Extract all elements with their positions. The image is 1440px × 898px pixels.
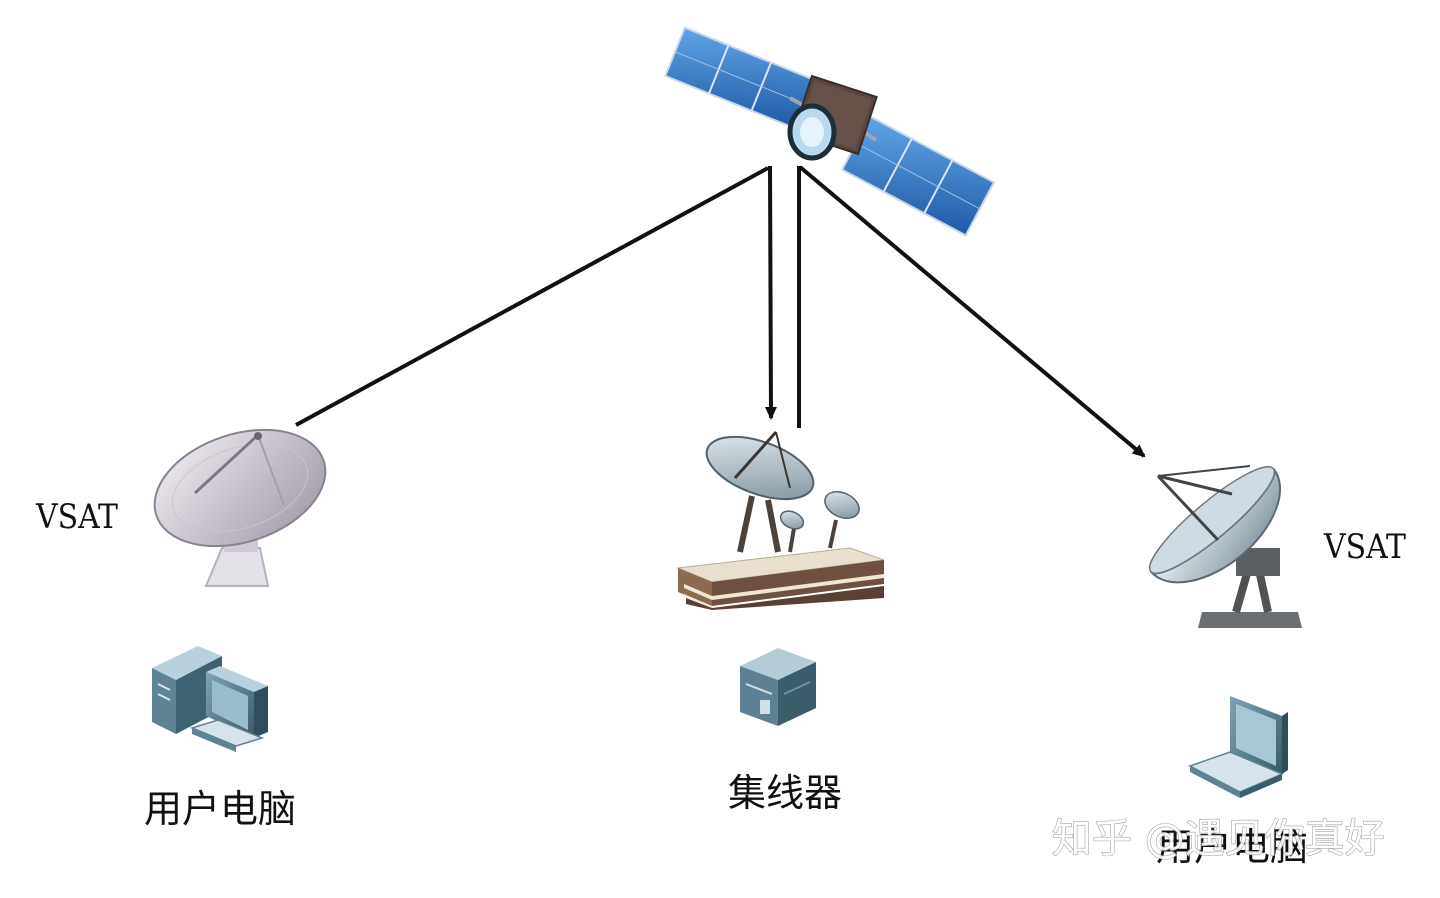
desktop-computer-icon [152,646,268,752]
link-satellite-to-left-vsat [295,166,769,427]
connection-lines [295,165,1146,458]
link-satellite-to-right-vsat [798,165,1146,458]
vsat-label-left: VSAT [35,497,118,537]
hub-label: 集线器 [728,771,842,815]
earth-station-hub-icon [676,431,885,610]
hub-device-icon [740,648,816,726]
laptop-icon [1188,696,1288,798]
user-pc-label-right: 用户电脑 [1156,825,1308,869]
user-pc-label-left: 用户电脑 [144,787,296,831]
satellite-dish-icon-left [153,428,327,587]
vsat-label-right: VSAT [1323,527,1406,567]
watermark: 知乎 @遇见你真好 [1052,816,1385,862]
link-satellite-to-hub-downlink [764,165,777,420]
satellite-icon [664,26,996,237]
satellite-dish-icon-right [1148,465,1302,628]
